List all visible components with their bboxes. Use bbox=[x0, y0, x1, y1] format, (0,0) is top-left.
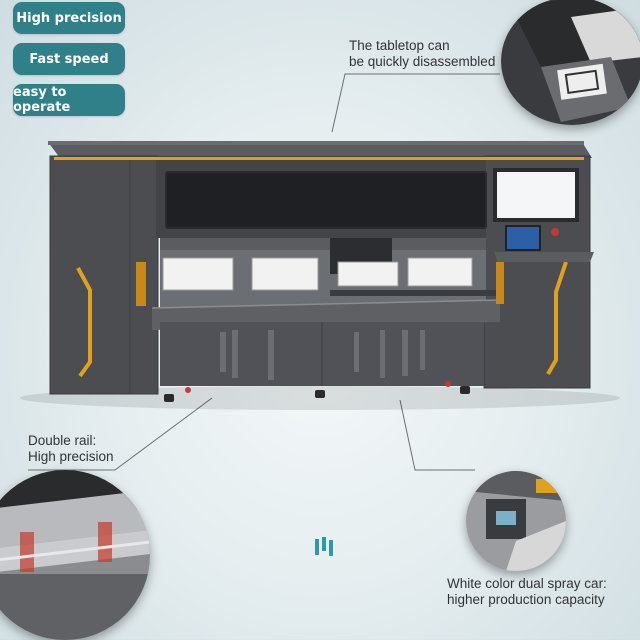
callout-spray-line2: higher production capacity bbox=[447, 592, 605, 607]
callout-tabletop-line2: be quickly disassembled bbox=[349, 54, 496, 69]
callout-rail-line2: High precision bbox=[28, 449, 114, 464]
callout-spray-line1: White color dual spray car: bbox=[447, 576, 607, 591]
feature-pill-fast-speed: Fast speed bbox=[13, 43, 125, 75]
detail-circle-spray-car bbox=[466, 471, 566, 571]
callout-spray-car: White color dual spray car: higher produ… bbox=[447, 576, 607, 608]
detail-tabletop-image bbox=[501, 0, 640, 125]
logo-icon bbox=[315, 537, 333, 556]
callout-double-rail: Double rail: High precision bbox=[28, 433, 114, 465]
callout-tabletop-line1: The tabletop can bbox=[349, 38, 450, 53]
detail-rail-image bbox=[0, 470, 150, 640]
detail-circle-rail bbox=[0, 470, 150, 640]
feature-pill-high-precision: High precision bbox=[13, 2, 125, 34]
detail-circle-tabletop bbox=[501, 0, 640, 125]
detail-spray-image bbox=[466, 471, 566, 571]
callout-rail-line1: Double rail: bbox=[28, 433, 97, 448]
brand-logo-mark bbox=[313, 536, 337, 558]
feature-pill-easy-to-operate: easy to operate bbox=[13, 84, 125, 116]
callout-tabletop: The tabletop can be quickly disassembled bbox=[349, 38, 495, 70]
